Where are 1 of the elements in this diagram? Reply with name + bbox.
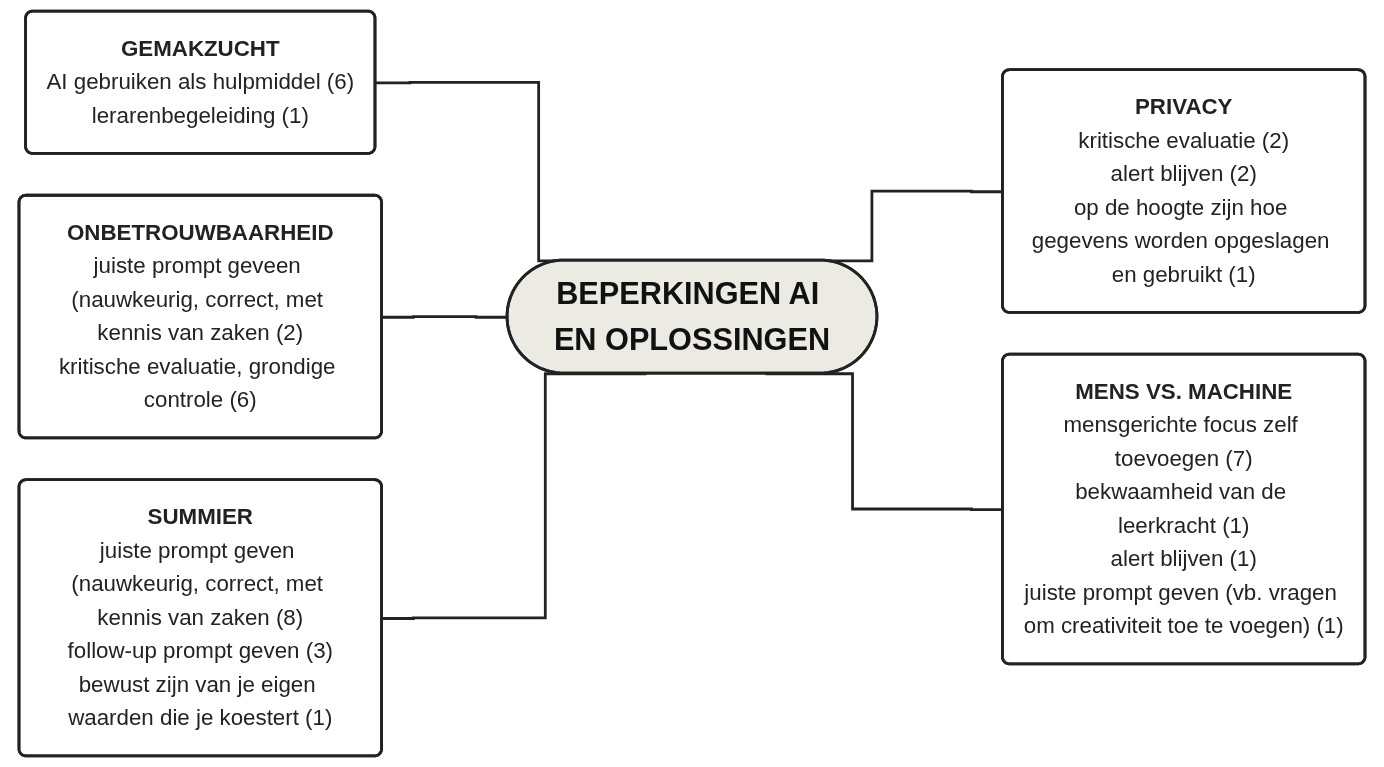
connector bbox=[382, 315, 508, 319]
